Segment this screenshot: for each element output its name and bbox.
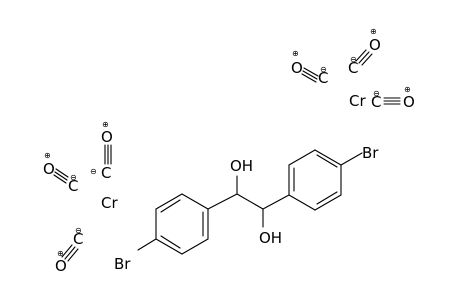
svg-text:⊕: ⊕ [102,120,109,129]
svg-text:C: C [68,177,78,195]
diol-molecule: OH OH Br Br [114,144,379,273]
svg-text:O: O [55,257,67,275]
oh-bottom-label: OH [259,229,282,247]
bond-c2-to-ring [262,194,290,210]
svg-text:⊖: ⊖ [350,55,357,64]
carbonyl-ligand-2: C ⊖ O ⊕ [348,27,381,77]
cr-right-label: Cr [349,92,366,110]
svg-text:⊕: ⊕ [370,27,377,36]
carbonyl-ligand-5: O ⊕ C ⊖ [43,151,78,195]
right-aryl-ring [288,149,342,211]
svg-text:O: O [101,128,113,146]
carbonyl-ligand-4: O ⊕ C ⊖ [90,120,113,182]
svg-text:⊕: ⊕ [404,85,411,94]
br-right-label: Br [362,144,379,162]
oh-top-label: OH [230,157,253,175]
svg-text:⊖: ⊖ [75,226,82,235]
svg-text:⊖: ⊖ [320,65,327,74]
svg-text:O: O [403,93,415,111]
svg-text:C: C [371,93,381,111]
svg-text:C: C [348,59,358,77]
svg-text:C: C [73,230,83,248]
svg-text:C: C [318,69,328,87]
bond-ring-to-c1 [207,193,238,210]
svg-text:⊕: ⊕ [57,249,64,258]
svg-text:⊖: ⊖ [373,89,380,98]
svg-text:O: O [43,160,55,178]
svg-text:C: C [101,164,111,182]
svg-text:⊖: ⊖ [90,167,97,176]
svg-text:O: O [291,59,303,77]
left-aryl-ring [155,193,209,255]
svg-text:⊖: ⊖ [70,173,77,182]
br-left-label: Br [114,255,131,273]
cr-left-label: Cr [101,194,118,212]
carbonyl-ligand-1: O ⊕ C ⊖ [291,49,328,87]
bond-c1-c2 [236,193,264,210]
svg-text:⊕: ⊕ [44,151,51,160]
carbonyl-ligand-3: C ⊖ O ⊕ [371,85,415,111]
carbonyl-ligand-6: C ⊖ O ⊕ [55,226,83,275]
bond-ring-br-right [340,152,363,166]
bond-ring-br-left [137,238,157,251]
svg-text:⊕: ⊕ [292,49,299,58]
svg-text:O: O [369,36,381,54]
